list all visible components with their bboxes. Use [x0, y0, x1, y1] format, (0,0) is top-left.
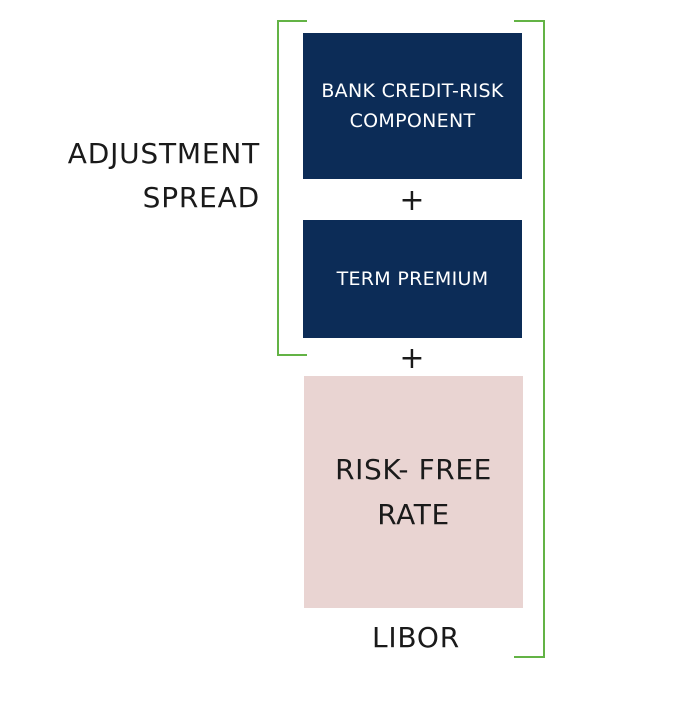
adjustment-spread-line1: ADJUSTMENT: [67, 137, 260, 170]
risk-free-rate-line2: RATE: [377, 498, 450, 531]
libor-label: LIBOR: [371, 621, 461, 654]
plus-sign: +: [399, 183, 425, 218]
risk-free-rate-line1: RISK- FREE: [335, 453, 492, 486]
term-premium-block: TERM PREMIUM: [303, 220, 522, 338]
libor-bracket: [514, 20, 545, 658]
adjustment-spread-bracket: [277, 20, 307, 356]
risk-free-rate-block: RISK- FREE RATE: [304, 376, 523, 608]
bank-credit-risk-line2: COMPONENT: [349, 110, 476, 132]
plus-sign: +: [399, 341, 425, 376]
bank-credit-risk-block: BANK CREDIT-RISK COMPONENT: [303, 33, 522, 179]
bank-credit-risk-line1: BANK CREDIT-RISK: [321, 80, 504, 102]
adjustment-spread-line2: SPREAD: [142, 181, 260, 214]
term-premium-label: TERM PREMIUM: [336, 268, 489, 290]
adjustment-spread-label: ADJUSTMENT SPREAD: [68, 132, 260, 220]
